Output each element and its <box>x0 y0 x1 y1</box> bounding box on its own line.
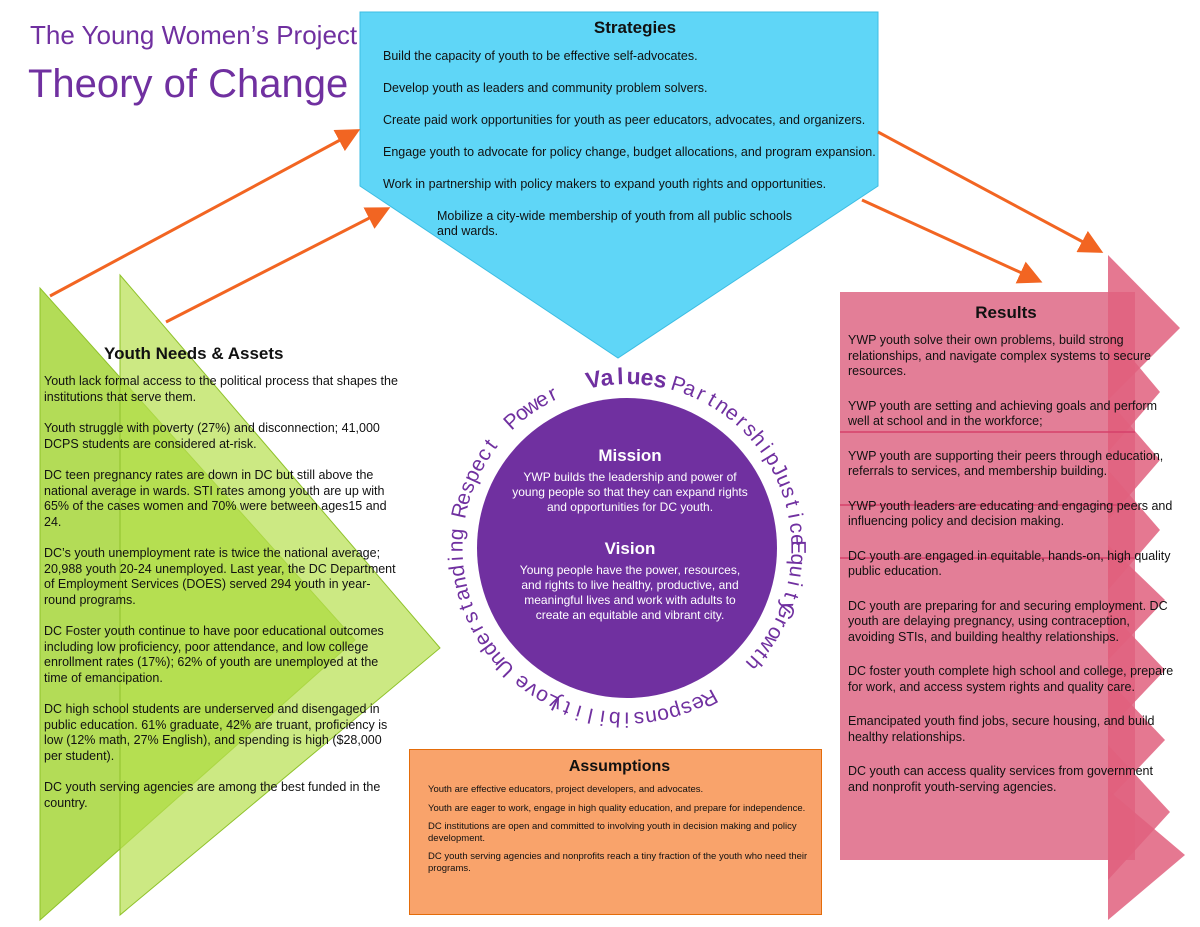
svg-text:u: u <box>784 564 808 579</box>
svg-text:n: n <box>444 540 467 552</box>
need-item: Youth struggle with poverty (27%) and di… <box>44 421 380 451</box>
strategies-title: Strategies <box>593 18 677 37</box>
svg-text:l: l <box>617 363 624 389</box>
svg-text:P: P <box>668 372 688 398</box>
strategy-item: Work in partnership with policy makers t… <box>383 177 827 191</box>
results-arrows <box>840 255 1185 920</box>
results-section: Results YWP youth solve their own proble… <box>848 303 1174 814</box>
svg-text:R: R <box>447 501 473 521</box>
svg-text:n: n <box>447 575 472 591</box>
svg-text:s: s <box>633 707 645 731</box>
need-item: DC Foster youth continue to have poor ed… <box>44 624 384 685</box>
vision-title: Vision <box>604 539 656 558</box>
result-item: YWP youth leaders are educating and enga… <box>848 498 1173 529</box>
svg-text:i: i <box>445 556 468 562</box>
assumption-item: DC youth serving agencies and nonprofits… <box>428 851 808 874</box>
project-subtitle: The Young Women’s Project <box>30 20 358 50</box>
mission-circle <box>477 398 777 698</box>
result-item: YWP youth are supporting their peers thr… <box>848 448 1164 479</box>
needs-section: Youth Needs & Assets Youth lack formal a… <box>44 344 399 827</box>
result-item: DC youth are engaged in equitable, hands… <box>848 548 1171 579</box>
mission-vision-block: Mission YWP builds the leadership and po… <box>510 446 750 623</box>
assumption-item: DC institutions are open and committed t… <box>428 821 797 844</box>
strategy-item: Build the capacity of youth to be effect… <box>383 49 698 63</box>
svg-text:o: o <box>655 703 671 728</box>
assumptions-box: Assumptions Youth are effective educator… <box>409 749 822 915</box>
svg-text:s: s <box>652 365 670 393</box>
flow-arrows <box>49 129 1104 324</box>
assumption-item: Youth are effective educators, project d… <box>428 784 704 795</box>
result-item: DC youth are preparing for and securing … <box>848 598 1168 644</box>
svg-text:b: b <box>608 707 621 731</box>
results-title: Results <box>975 303 1037 322</box>
mission-text: YWP builds the leadership and power of y… <box>512 470 748 514</box>
assumptions-title: Assumptions <box>568 758 671 775</box>
page-title: Theory of Change <box>28 62 349 106</box>
result-item: YWP youth solve their own problems, buil… <box>848 333 1151 378</box>
svg-text:G: G <box>772 600 799 624</box>
result-item: DC youth can access quality services fro… <box>848 764 1153 794</box>
needs-title: Youth Needs & Assets <box>104 344 284 363</box>
svg-text:a: a <box>599 364 615 391</box>
svg-text:e: e <box>786 534 810 547</box>
mission-title: Mission <box>598 446 662 465</box>
svg-text:t: t <box>780 498 804 510</box>
vision-text: Young people have the power, resources, … <box>519 563 741 622</box>
svg-text:u: u <box>626 363 641 390</box>
svg-text:c: c <box>785 521 809 534</box>
svg-text:d: d <box>445 563 469 578</box>
need-item: DC high school students are underserved … <box>44 702 388 763</box>
strategy-item: Develop youth as leaders and community p… <box>383 81 708 95</box>
svg-text:E: E <box>786 540 809 554</box>
svg-text:i: i <box>783 511 806 520</box>
strategies-shape <box>359 11 879 359</box>
svg-text:e: e <box>639 364 655 391</box>
result-item: DC foster youth complete high school and… <box>848 664 1174 694</box>
need-item: Youth lack formal access to the politica… <box>44 374 398 404</box>
svg-text:l: l <box>586 703 596 726</box>
result-item: YWP youth are setting and achieving goal… <box>848 398 1157 429</box>
need-item: DC’s youth unemployment rate is twice th… <box>44 546 396 607</box>
svg-text:i: i <box>598 705 606 728</box>
strategy-item: Mobilize a city-wide membership of youth… <box>437 209 793 238</box>
svg-text:g: g <box>445 527 469 540</box>
assumption-item: Youth are eager to work, engage in high … <box>428 802 806 814</box>
svg-text:n: n <box>644 705 659 729</box>
needs-triangles <box>39 273 441 922</box>
result-item: Emancipated youth find jobs, secure hous… <box>848 714 1155 744</box>
strategies-section: Strategies Build the capacity of youth t… <box>375 18 895 256</box>
strategy-item: Engage youth to advocate for policy chan… <box>383 145 876 159</box>
svg-text:i: i <box>573 700 584 723</box>
need-item: DC teen pregnancy rates are down in DC b… <box>44 468 387 529</box>
svg-text:i: i <box>624 707 629 730</box>
svg-text:q: q <box>786 553 810 566</box>
need-item: DC youth serving agencies are among the … <box>44 780 381 810</box>
svg-text:i: i <box>782 579 805 588</box>
strategy-item: Create paid work opportunities for youth… <box>383 113 866 127</box>
svg-text:V: V <box>583 365 604 394</box>
